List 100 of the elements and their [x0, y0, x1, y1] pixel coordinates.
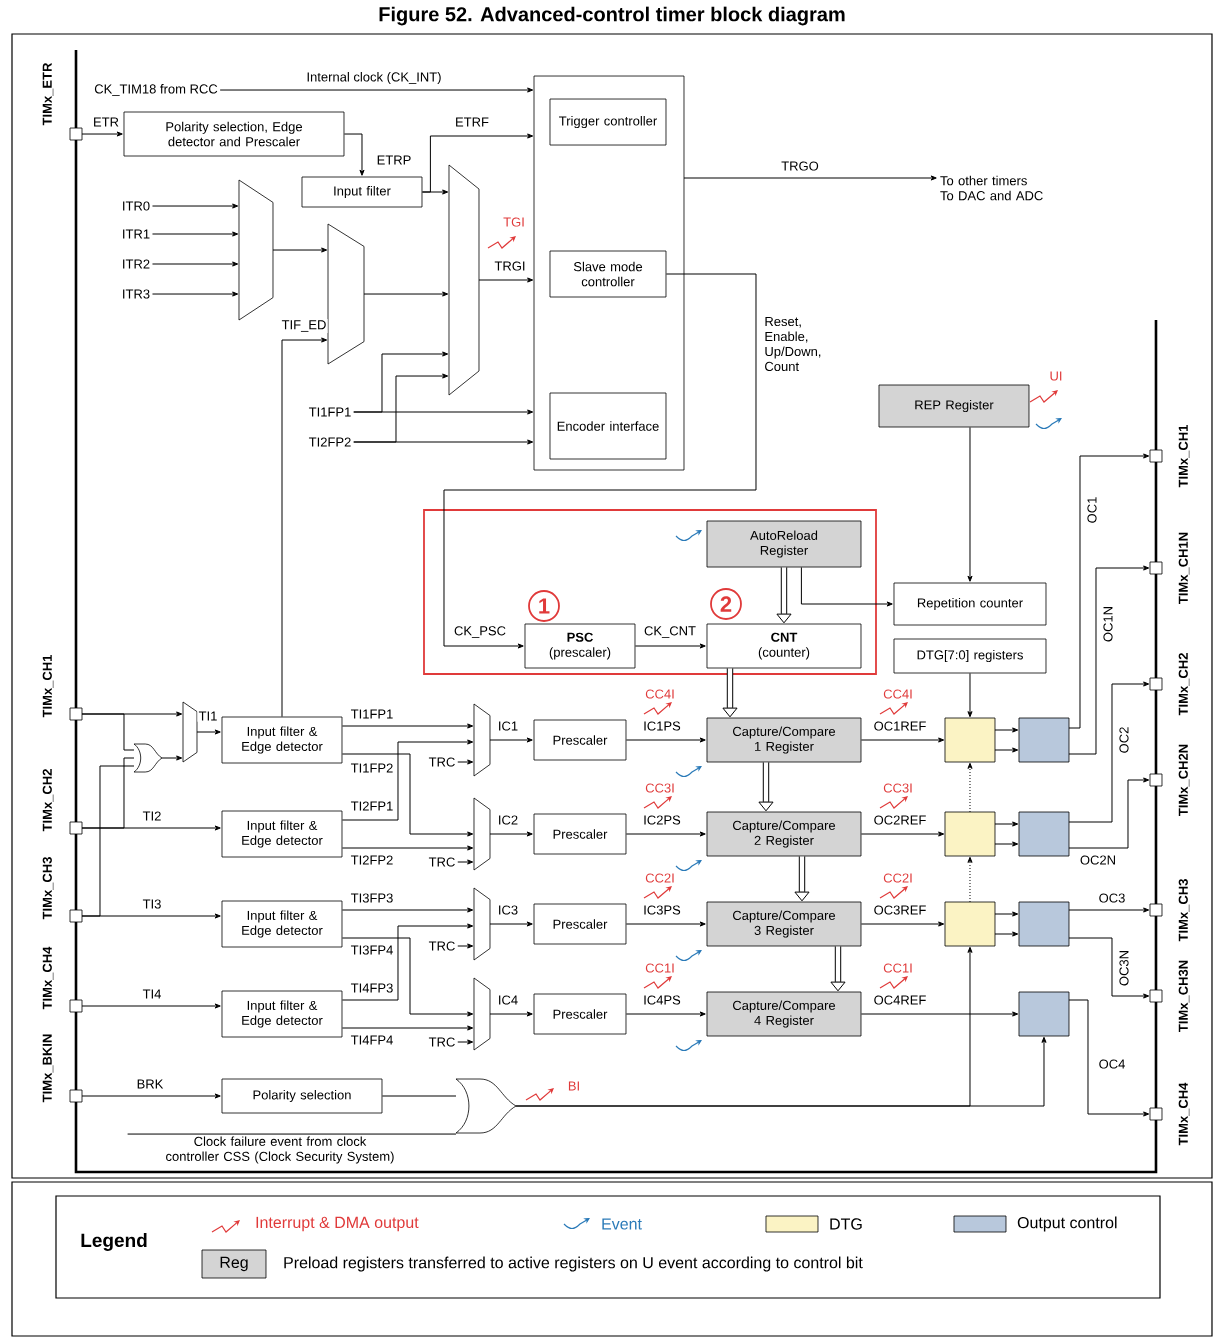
legend-label: Preload registers transferred to active registers on U event according to control bit: [284, 1256, 863, 1272]
arrow: [1068, 681, 1150, 823]
arrow: [625, 921, 706, 927]
legend-label: Interrupt & DMA output: [256, 1216, 419, 1232]
arrow: [994, 821, 1019, 827]
arrow: [860, 831, 945, 837]
multiplexer: [327, 223, 365, 365]
arrow: [196, 729, 221, 735]
arrow: [1068, 565, 1150, 755]
arrow: [860, 921, 945, 927]
arrow: [81, 1093, 221, 1099]
arrow: [860, 1011, 1019, 1017]
output-control-box: [1018, 991, 1070, 1037]
arrow: [161, 755, 183, 761]
step-number: 2: [710, 588, 742, 620]
multiplexer: [473, 887, 491, 961]
arrow: [489, 831, 533, 837]
pin-terminal: [1149, 449, 1163, 463]
arrow: [994, 747, 1019, 753]
logic-gate: [133, 743, 163, 773]
arrow: [1068, 777, 1150, 849]
pin-terminal: [69, 707, 83, 721]
arrow: [341, 923, 474, 1001]
pin-terminal: [1149, 989, 1163, 1003]
output-control-box: [1018, 717, 1070, 763]
legend-label: DTG: [830, 1218, 862, 1230]
arrow: [967, 426, 973, 582]
pin-terminal: [69, 909, 83, 923]
arrow: [967, 672, 973, 718]
arrow: [1068, 453, 1150, 729]
hollow-arrow: [722, 668, 738, 718]
multiplexer: [238, 179, 274, 321]
pin-terminal: [69, 821, 83, 835]
arrow: [341, 739, 474, 821]
output-control-box: [1018, 901, 1070, 947]
legend-label: Event: [602, 1218, 642, 1230]
arrow: [515, 1036, 1047, 1107]
arrow: [81, 825, 221, 831]
connector-line: [81, 713, 135, 751]
pin-terminal: [69, 999, 83, 1013]
arrow: [1068, 999, 1150, 1117]
arrow: [152, 203, 239, 209]
arrow: [341, 937, 474, 1017]
pin-terminal: [1149, 773, 1163, 787]
hollow-arrow: [776, 567, 792, 624]
arrow: [994, 911, 1019, 917]
arrow: [457, 1039, 474, 1045]
pin-terminal: [69, 127, 83, 141]
arrow: [152, 231, 239, 237]
arrow: [1068, 907, 1150, 913]
arrow: [341, 753, 474, 837]
arrow: [478, 277, 534, 283]
arrow: [625, 1011, 706, 1017]
arrow: [421, 189, 449, 195]
arrow: [281, 337, 328, 718]
arrow: [81, 1003, 221, 1009]
legend-label: Output control: [1017, 1216, 1117, 1232]
dead-time-box: [944, 811, 996, 857]
arrow: [625, 737, 706, 743]
arrow: [994, 841, 1019, 847]
arrow: [967, 856, 973, 903]
hollow-arrow: [830, 946, 846, 992]
hollow-arrow: [758, 762, 774, 812]
arrow: [363, 291, 449, 297]
arrow: [353, 351, 449, 413]
arrow: [457, 943, 474, 949]
arrow: [152, 291, 239, 297]
legend-title: Legend: [81, 1233, 147, 1251]
arrow: [443, 273, 757, 649]
pin-terminal: [69, 1089, 83, 1103]
pin-terminal: [1149, 1107, 1163, 1121]
arrow: [634, 643, 706, 649]
arrow: [800, 566, 893, 607]
dead-time-box: [944, 901, 996, 947]
arrow: [457, 759, 474, 765]
step-number: 1: [528, 590, 560, 622]
arrow: [341, 845, 474, 851]
dead-time-box: [944, 717, 996, 763]
multiplexer: [473, 703, 491, 777]
arrow: [457, 859, 474, 865]
multiplexer: [473, 977, 491, 1051]
multiplexer: [448, 164, 480, 396]
arrow: [343, 133, 365, 176]
multiplexer: [473, 797, 491, 871]
title: Figure 52. Advanced-control timer block diagram: [379, 6, 845, 26]
swatch-label: Reg: [220, 1256, 248, 1272]
pin-terminal: [1149, 561, 1163, 575]
arrow: [489, 921, 533, 927]
connector-line: [127, 1133, 457, 1135]
arrow: [353, 373, 449, 443]
arrow: [272, 247, 328, 253]
arrow: [341, 723, 474, 729]
arrow: [625, 831, 706, 837]
arrow: [81, 913, 221, 919]
pin-terminal: [1149, 677, 1163, 691]
arrow: [683, 175, 937, 181]
arrow: [967, 762, 973, 813]
arrow: [994, 931, 1019, 937]
arrow: [994, 727, 1019, 733]
arrow: [81, 131, 123, 137]
